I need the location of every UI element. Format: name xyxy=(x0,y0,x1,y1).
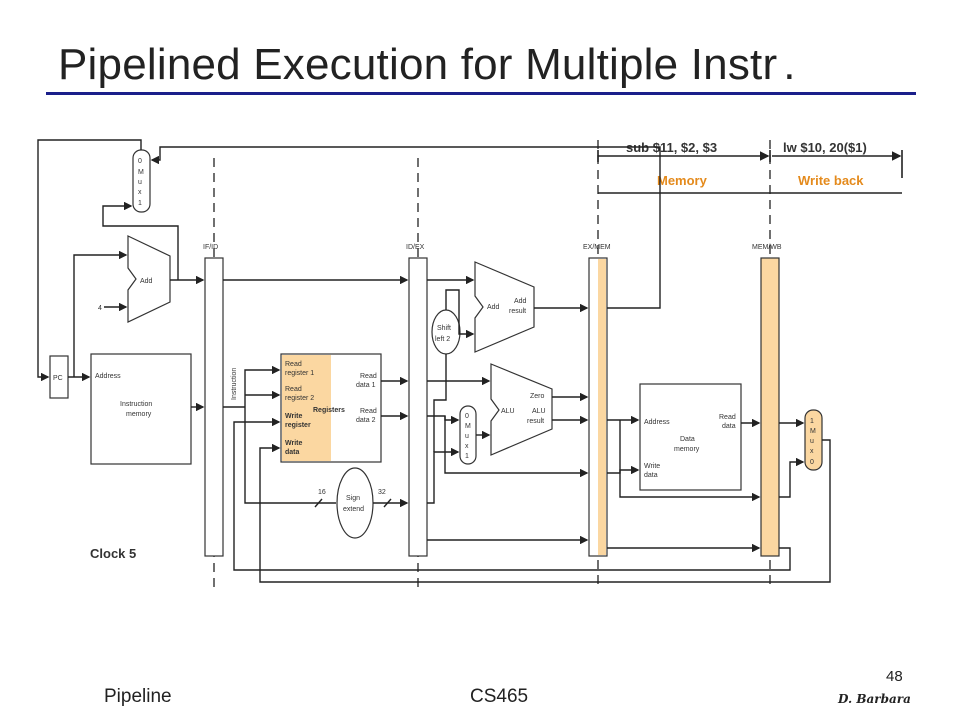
rf-wr-2: register xyxy=(285,422,311,429)
instr-1-text: sub $11, $2, $3 xyxy=(626,140,717,155)
instr-2-stage: Write back xyxy=(798,173,864,188)
data-memory xyxy=(639,383,742,491)
reg-label-if-id: IF/ID xyxy=(203,244,218,251)
branch-adder xyxy=(474,261,535,353)
rf-rr1-1: Read xyxy=(285,361,302,368)
rf-rr2-1: Read xyxy=(285,386,302,393)
shift-left-2: left 2 xyxy=(435,336,450,343)
id-ex-register xyxy=(408,257,428,557)
shift-left-2-unit xyxy=(431,309,461,355)
sign-extend-1: Sign xyxy=(346,495,360,502)
slide-title-period: . xyxy=(783,40,796,89)
shift-left-1: Shift xyxy=(437,325,451,332)
footer-signature: D. Barbara xyxy=(838,692,911,706)
rf-rr2-2: register 2 xyxy=(285,395,314,402)
branch-adder-label: Add xyxy=(487,304,500,311)
dmem-read-1: Read xyxy=(719,414,736,421)
rf-wd-1: Write xyxy=(285,440,302,447)
sign-out-bits: 32 xyxy=(378,489,386,496)
imem-address: Address xyxy=(95,373,121,380)
alu xyxy=(490,363,553,456)
pc-adder xyxy=(127,235,171,323)
footer-center: CS465 xyxy=(470,686,529,707)
page-number: 48 xyxy=(886,668,903,685)
rf-rr1-2: register 1 xyxy=(285,370,314,377)
reg-label-mem-wb: MEM/WB xyxy=(752,244,782,251)
pc-mux-u: u xyxy=(138,179,142,186)
alu-mux-0: 0 xyxy=(465,413,469,420)
mem-wb-register xyxy=(760,257,780,557)
reg-label-id-ex: ID/EX xyxy=(406,244,425,251)
datapath-wires xyxy=(37,139,831,583)
dmem-address: Address xyxy=(644,419,670,426)
imem-name-2: memory xyxy=(126,411,152,418)
instruction-memory xyxy=(90,353,192,465)
rf-rd2-2: data 2 xyxy=(356,417,376,424)
rf-wr-1: Write xyxy=(285,413,302,420)
rf-rd1-1: Read xyxy=(360,373,377,380)
const-four: 4 xyxy=(98,305,102,312)
pc-mux-0: 0 xyxy=(138,158,142,165)
dmem-name-2: memory xyxy=(674,446,700,453)
branch-result-2: result xyxy=(509,308,526,315)
pc-mux-m: M xyxy=(138,169,144,176)
sign-extend-2: extend xyxy=(343,506,364,513)
wb-mux-1: 1 xyxy=(810,418,814,425)
dmem-read-2: data xyxy=(722,423,736,430)
alu-result-2: result xyxy=(527,418,544,425)
dmem-write-2: data xyxy=(644,472,658,479)
alu-zero: Zero xyxy=(530,393,545,400)
alu-mux-u: u xyxy=(465,433,469,440)
instruction-header xyxy=(597,150,903,194)
slide-title: Pipelined Execution for Multiple Instr. xyxy=(58,40,796,90)
wb-mux-m: M xyxy=(810,428,816,435)
alu-mux-m: M xyxy=(465,423,471,430)
branch-result-1: Add xyxy=(514,298,527,305)
pc-mux-1: 1 xyxy=(138,200,142,207)
pc-label: PC xyxy=(53,375,63,382)
wb-mux-u: u xyxy=(810,438,814,445)
wb-mux-0: 0 xyxy=(810,459,814,466)
instr-2-text: lw $10, 20($1) xyxy=(783,140,867,155)
dmem-write-1: Write xyxy=(644,463,660,470)
sign-in-bits: 16 xyxy=(318,489,326,496)
instr-1-stage: Memory xyxy=(657,173,708,188)
clock-label: Clock 5 xyxy=(90,546,136,561)
pc-adder-label: Add xyxy=(140,278,153,285)
dmem-name-1: Data xyxy=(680,436,695,443)
register-file-highlight xyxy=(282,355,331,461)
alu-label: ALU xyxy=(501,408,515,415)
instruction-bus-label: Instruction xyxy=(231,368,238,400)
footer-left: Pipeline xyxy=(104,686,172,707)
reg-label-ex-mem: EX/MEM xyxy=(583,244,611,251)
alu-result-1: ALU xyxy=(532,408,546,415)
rf-rd1-2: data 1 xyxy=(356,382,376,389)
wb-mux-x: x xyxy=(810,448,814,455)
sign-extend-unit xyxy=(336,467,374,539)
slide-title-text: Pipelined Execution for Multiple Instr xyxy=(58,40,778,89)
alu-mux-1: 1 xyxy=(465,453,469,460)
pc-mux-x: x xyxy=(138,189,142,196)
title-underline xyxy=(46,92,916,95)
if-id-register xyxy=(204,257,224,557)
alu-mux-x: x xyxy=(465,443,469,450)
rf-name: Registers xyxy=(313,407,345,414)
rf-wd-2: data xyxy=(285,449,300,456)
rf-rd2-1: Read xyxy=(360,408,377,415)
imem-name-1: Instruction xyxy=(120,401,152,408)
ex-mem-register-highlight xyxy=(598,259,606,555)
